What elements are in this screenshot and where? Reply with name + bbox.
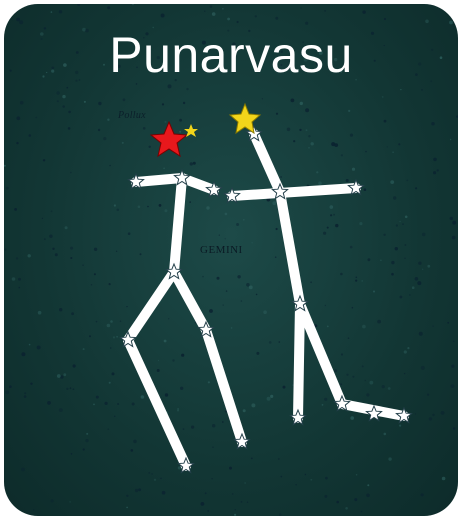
pollux-label: Pollux (118, 110, 146, 121)
gemini-label: GEMINI (200, 244, 243, 256)
figure-castor (232, 134, 404, 418)
figure-pollux (128, 178, 242, 466)
constellation-card: Punarvasu Pollux GEMINI (4, 4, 458, 516)
pollux-star-red-icon (151, 122, 187, 156)
title: Punarvasu (4, 26, 458, 84)
